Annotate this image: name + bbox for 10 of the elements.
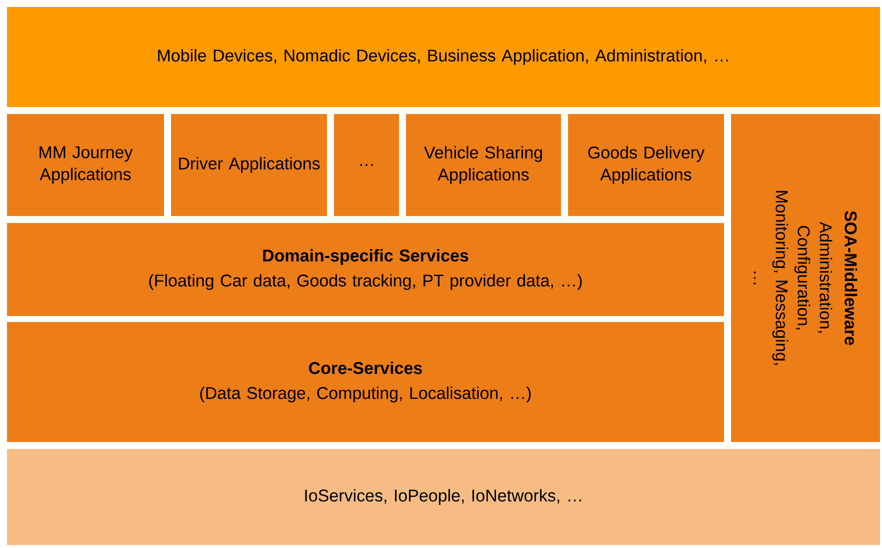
application-box: …	[334, 114, 399, 216]
layer-band: IoServices, IoPeople, IoNetworks, …	[7, 449, 880, 545]
middleware-box: SOA-Middleware Administration, Configuration, Monitoring, Messaging, …	[731, 114, 880, 442]
application-box: Vehicle Sharing Applications	[406, 114, 561, 216]
layer-band: Mobile Devices, Nomadic Devices, Business Application, Administration, …	[7, 7, 880, 107]
application-box: Goods Delivery Applications	[568, 114, 724, 216]
service-layer-box: Domain-specific Services (Floating Car data, Goods tracking, PT provider data, …)	[7, 223, 724, 316]
application-box: MM Journey Applications	[7, 114, 164, 216]
application-box: Driver Applications	[171, 114, 327, 216]
service-layer-box: Core-Services (Data Storage, Computing, Localisation, …)	[7, 322, 724, 442]
